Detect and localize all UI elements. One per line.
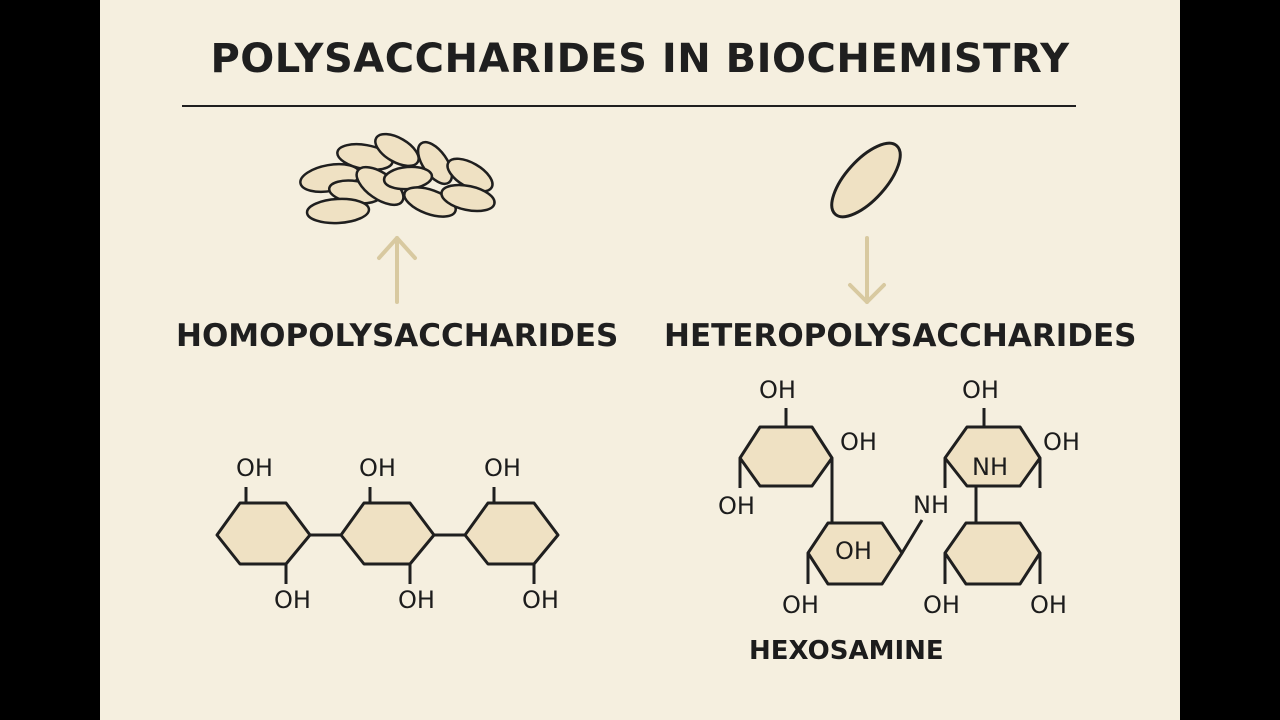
- sugar-ring: [463, 501, 560, 566]
- hexosamine-caption: HEXOSAMINE: [749, 636, 944, 666]
- oh-label: OH: [718, 492, 755, 520]
- starch-granules-illustration: [299, 132, 496, 225]
- oh-label: OH: [398, 586, 435, 614]
- sugar-ring-a: [738, 425, 834, 488]
- oh-label: OH: [759, 376, 796, 404]
- granule: [305, 197, 371, 225]
- oh-label: OH: [522, 586, 559, 614]
- homopolysaccharide-bonds: [244, 487, 536, 584]
- granule: [440, 183, 496, 213]
- sugar-ring: [339, 501, 436, 566]
- heteropolysaccharides-heading: HETEROPOLYSACCHARIDES: [664, 318, 1137, 354]
- diagram-canvas: POLYSACCHARIDES IN BIOCHEMISTRY HOMOPOLY…: [100, 0, 1180, 720]
- oh-label: OH: [962, 376, 999, 404]
- sugar-ring: [215, 501, 312, 566]
- oh-label: OH: [1030, 591, 1067, 619]
- single-granule-illustration: [830, 141, 902, 219]
- heteropolysaccharide-structure: [738, 425, 1042, 586]
- diagram-graphics: [182, 105, 1076, 586]
- oh-label: OH: [1043, 428, 1080, 456]
- homopolysaccharide-chain: [215, 501, 560, 566]
- oh-label: OH: [782, 591, 819, 619]
- oh-label: OH: [236, 454, 273, 482]
- granule: [403, 186, 457, 218]
- arrow-up-icon: [377, 236, 417, 304]
- heteropolysaccharide-bonds: [738, 408, 1042, 584]
- granule: [374, 132, 420, 168]
- arrow-down-icon: [848, 236, 886, 304]
- oh-label: OH: [274, 586, 311, 614]
- page-title: POLYSACCHARIDES IN BIOCHEMISTRY: [210, 36, 1070, 82]
- oh-label: OH: [484, 454, 521, 482]
- oh-label: OH: [835, 537, 872, 565]
- oh-label: OH: [840, 428, 877, 456]
- oh-label: OH: [359, 454, 396, 482]
- nh-label: NH: [972, 453, 1008, 481]
- nh-link-label: NH: [913, 491, 949, 519]
- sugar-ring-d: [943, 521, 1042, 586]
- oh-label: OH: [923, 591, 960, 619]
- homopolysaccharides-heading: HOMOPOLYSACCHARIDES: [176, 318, 619, 354]
